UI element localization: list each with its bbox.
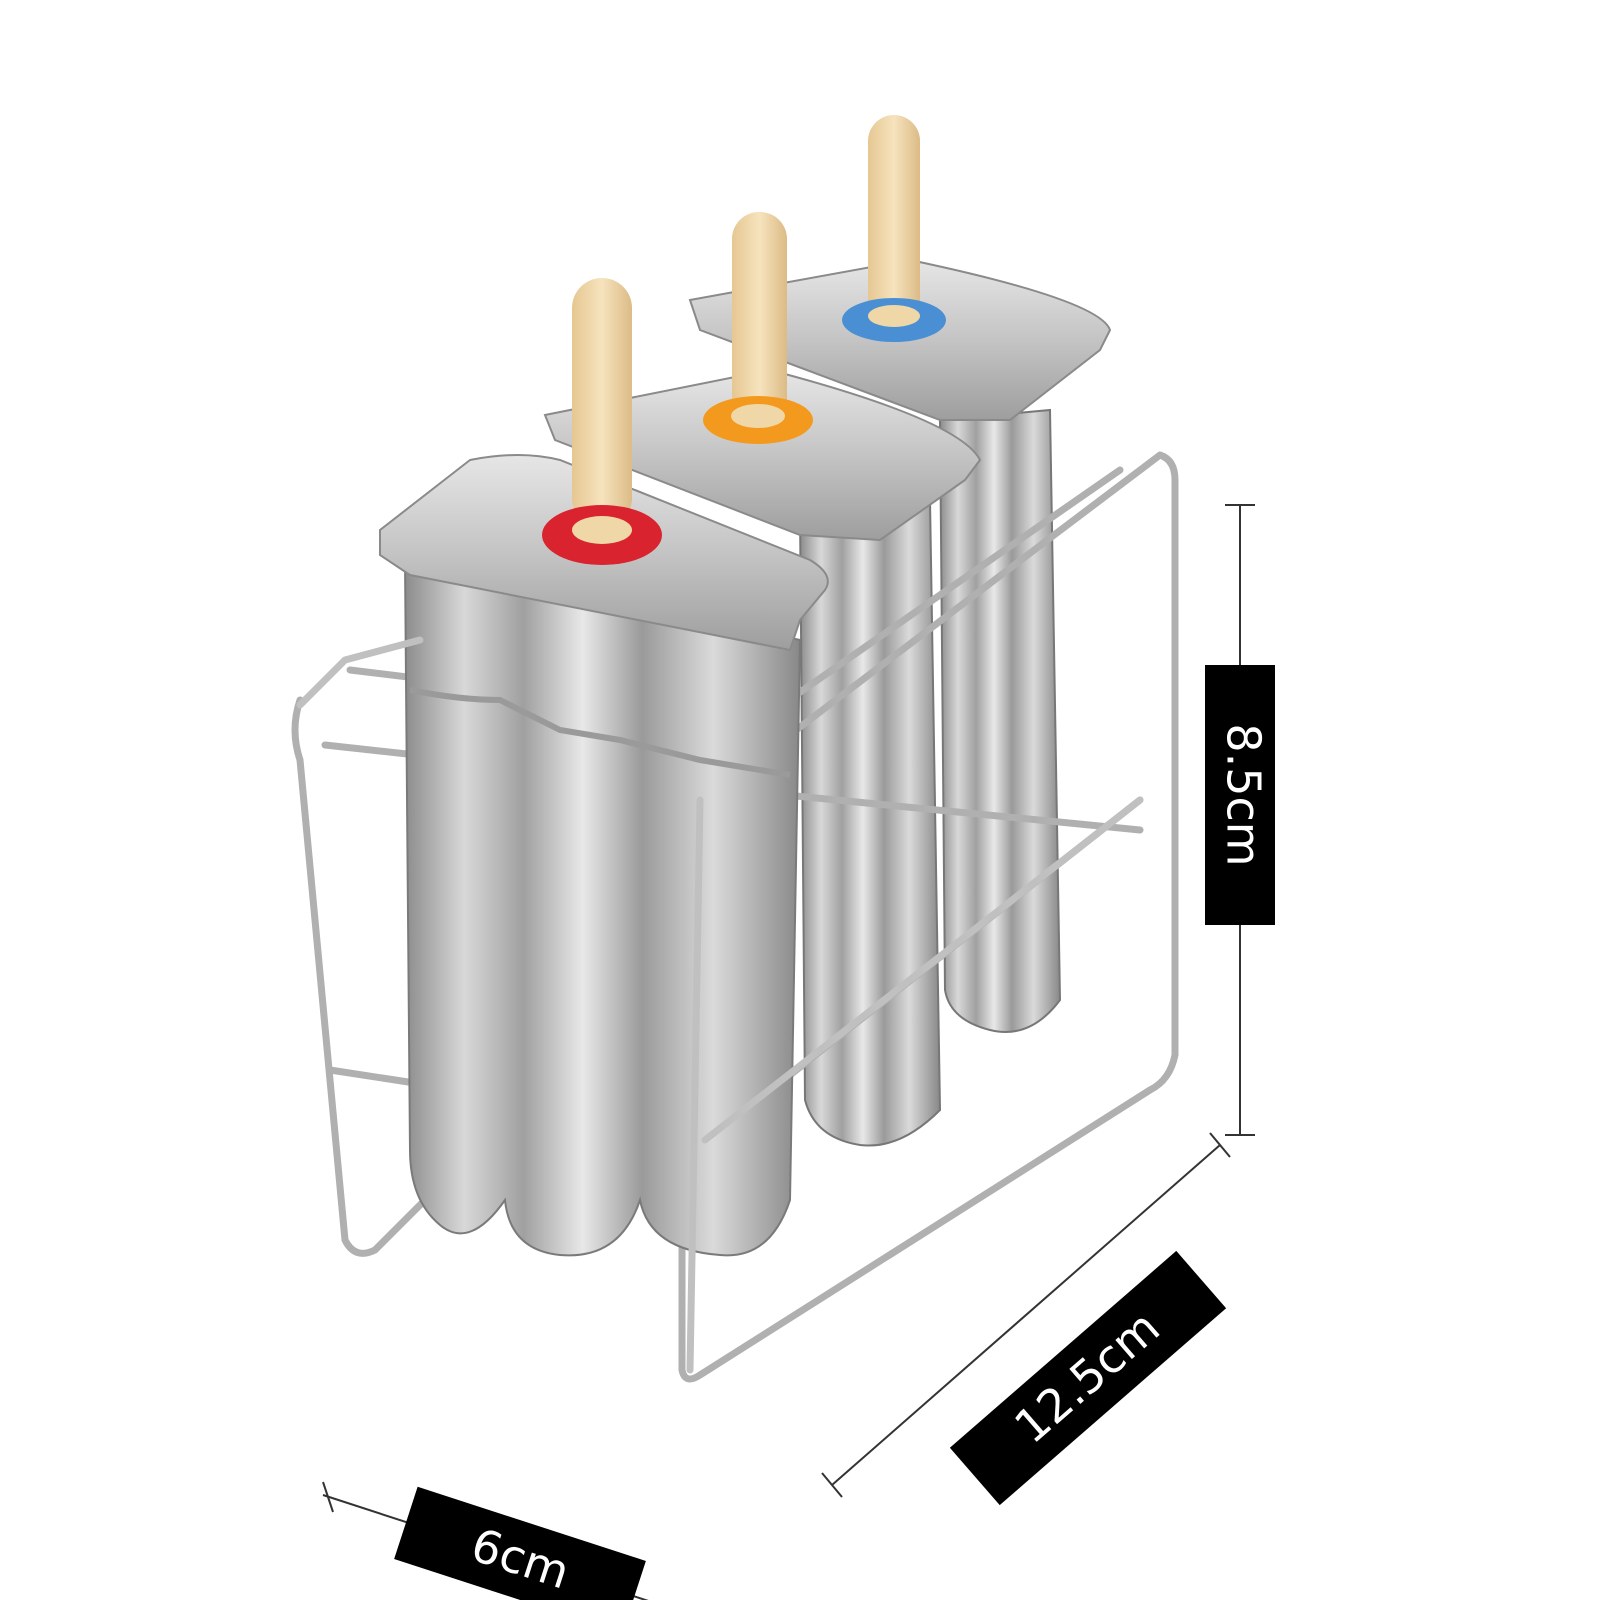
popsicle-stick-middle — [732, 212, 787, 430]
height-label: 8.5cm — [1217, 723, 1271, 866]
mold-front — [379, 278, 829, 1257]
height-label-box — [1205, 665, 1275, 925]
width-label-box — [394, 1486, 646, 1600]
length-dimension: 12.5cm — [821, 1132, 1231, 1506]
length-label-box — [949, 1250, 1227, 1506]
width-dimension: 6cm — [322, 1481, 649, 1600]
popsicle-stick-front — [572, 278, 632, 528]
popsicle-stick-back — [868, 115, 920, 330]
wire-rack-front — [296, 636, 1144, 1374]
mold-back — [688, 115, 1112, 1033]
height-dimension: 8.5cm — [1205, 504, 1275, 1136]
